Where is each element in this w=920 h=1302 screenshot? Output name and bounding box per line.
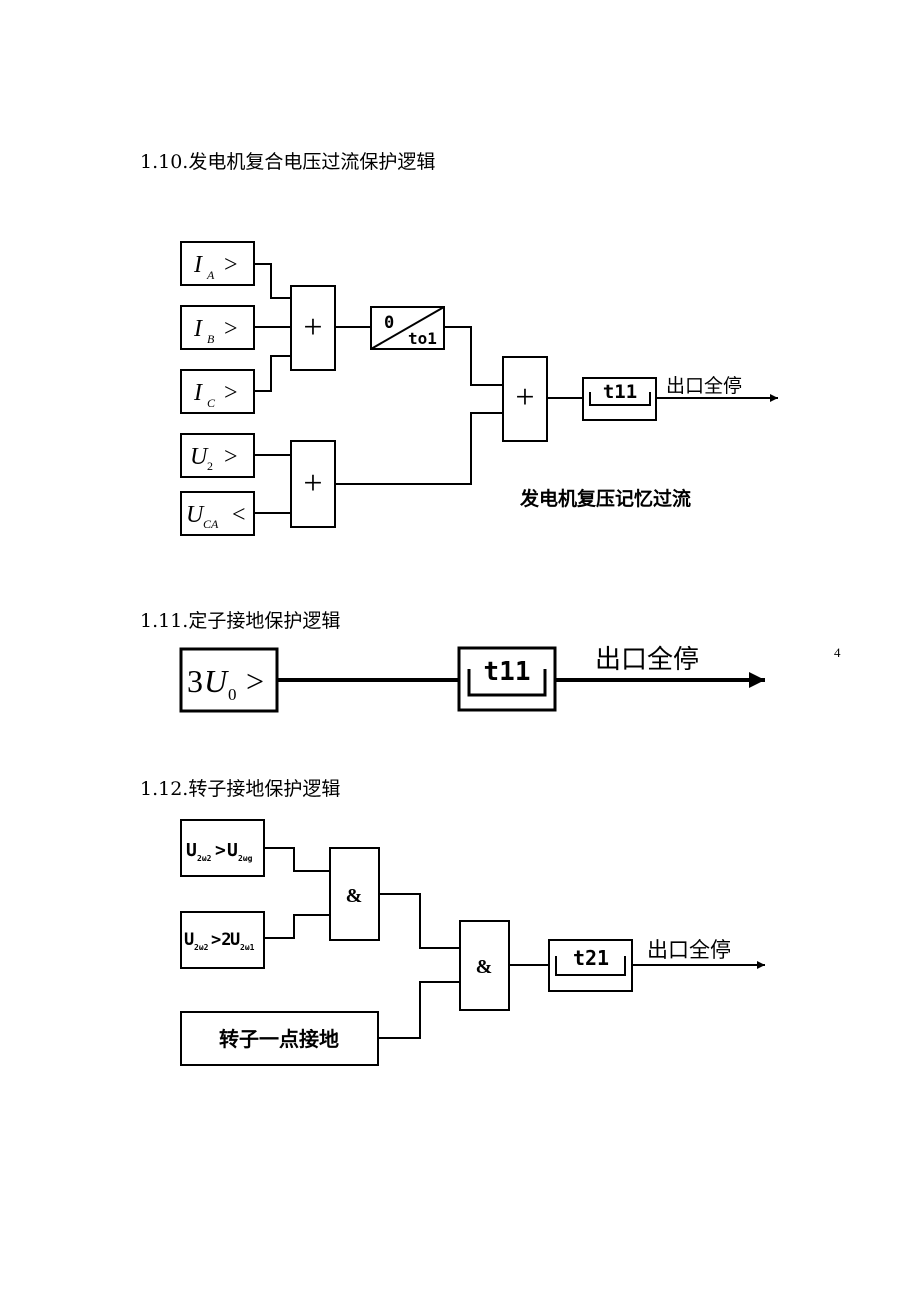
input-u2-symbol: U xyxy=(190,444,209,470)
timer-block-1 xyxy=(582,377,657,421)
or-gate-voltage xyxy=(290,440,336,528)
input1-a: U xyxy=(186,840,197,861)
input-3u0-prefix: 3 xyxy=(187,663,203,699)
input-uca-symbol: U xyxy=(186,502,205,528)
input2-a-sub: 2ω2 xyxy=(194,943,209,952)
and-gate-2 xyxy=(459,920,510,1011)
input-ia-op: > xyxy=(224,252,238,278)
input2-a: U xyxy=(184,930,194,950)
timer-block-2-label: t11 xyxy=(484,657,531,687)
input-ib-symbol: I xyxy=(193,316,203,342)
section-heading-1-11: 1.11.定子接地保护逻辑 xyxy=(140,610,341,632)
input1-op: > xyxy=(215,840,226,861)
and-gate-2-label: & xyxy=(476,956,493,978)
delay-block-top: 0 xyxy=(384,313,394,333)
input-rotor-one-point-ground-label: 转子一点接地 xyxy=(219,1027,339,1051)
and-gate-1-label: & xyxy=(346,885,363,907)
input-ic-sub: C xyxy=(207,396,216,410)
section-heading-1-12: 1.12.转子接地保护逻辑 xyxy=(140,778,341,800)
input-ib-box xyxy=(180,305,255,350)
timer-block-2 xyxy=(457,646,557,712)
input-ia-box xyxy=(180,241,255,286)
input-u2-box xyxy=(180,433,255,478)
input-ic-symbol: I xyxy=(193,380,203,406)
output-label-1: 出口全停 xyxy=(666,375,742,397)
timer-block-3-label: t21 xyxy=(573,946,609,970)
timer-block-1-label: t11 xyxy=(603,381,637,403)
input-ic-op: > xyxy=(224,380,238,406)
input-uca-box xyxy=(180,491,255,536)
input-ia-symbol: I xyxy=(193,252,203,278)
timer-block-3 xyxy=(548,939,633,992)
input-ib-sub: B xyxy=(207,332,215,346)
diagram-1-11: 3 U 0 > t11 出口全停 xyxy=(179,645,765,713)
output-label-2: 出口全停 xyxy=(595,645,699,675)
input-uca-op: < xyxy=(232,502,246,528)
or-gate-combined-label: + xyxy=(515,379,534,416)
diagram-1-12: U 2ω2 > U 2ωg U 2ω2 >2 U 2ω1 & 转子一点接地 & xyxy=(180,819,765,1066)
input-ia-sub: A xyxy=(206,268,215,282)
input2-b-sub: 2ω1 xyxy=(240,943,255,952)
input2-b: U xyxy=(230,930,240,950)
input-3u0-symbol: U xyxy=(204,663,229,699)
or-gate-voltage-label: + xyxy=(303,465,322,502)
input2-op: >2 xyxy=(211,930,231,950)
diagram-caption: 发电机复压记忆过流 xyxy=(519,487,691,510)
input1-b-sub: 2ωg xyxy=(238,854,253,863)
input-ic-box xyxy=(180,369,255,414)
input1-a-sub: 2ω2 xyxy=(197,854,212,863)
section-heading-1-10: 1.10.发电机复合电压过流保护逻辑 xyxy=(140,151,436,173)
input-u2-op: > xyxy=(224,444,238,470)
page-number: 4 xyxy=(834,645,841,660)
input-3u0-sub: 0 xyxy=(228,685,237,704)
input-u2w2-gt-2u2w1-box xyxy=(180,911,265,969)
input1-b: U xyxy=(227,840,238,861)
or-gate-current-label: + xyxy=(303,309,322,346)
input-ib-op: > xyxy=(224,316,238,342)
delay-block-bottom: to1 xyxy=(408,329,437,348)
input-u2-sub: 2 xyxy=(207,459,213,473)
input-rotor-one-point-ground-box xyxy=(180,1011,379,1066)
input-3u0-op: > xyxy=(246,663,264,699)
output-label-3: 出口全停 xyxy=(647,938,731,962)
input-uca-sub: CA xyxy=(203,517,219,531)
diagram-1-10: I A > I B > I C > U 2 > U CA < + + xyxy=(180,241,778,536)
